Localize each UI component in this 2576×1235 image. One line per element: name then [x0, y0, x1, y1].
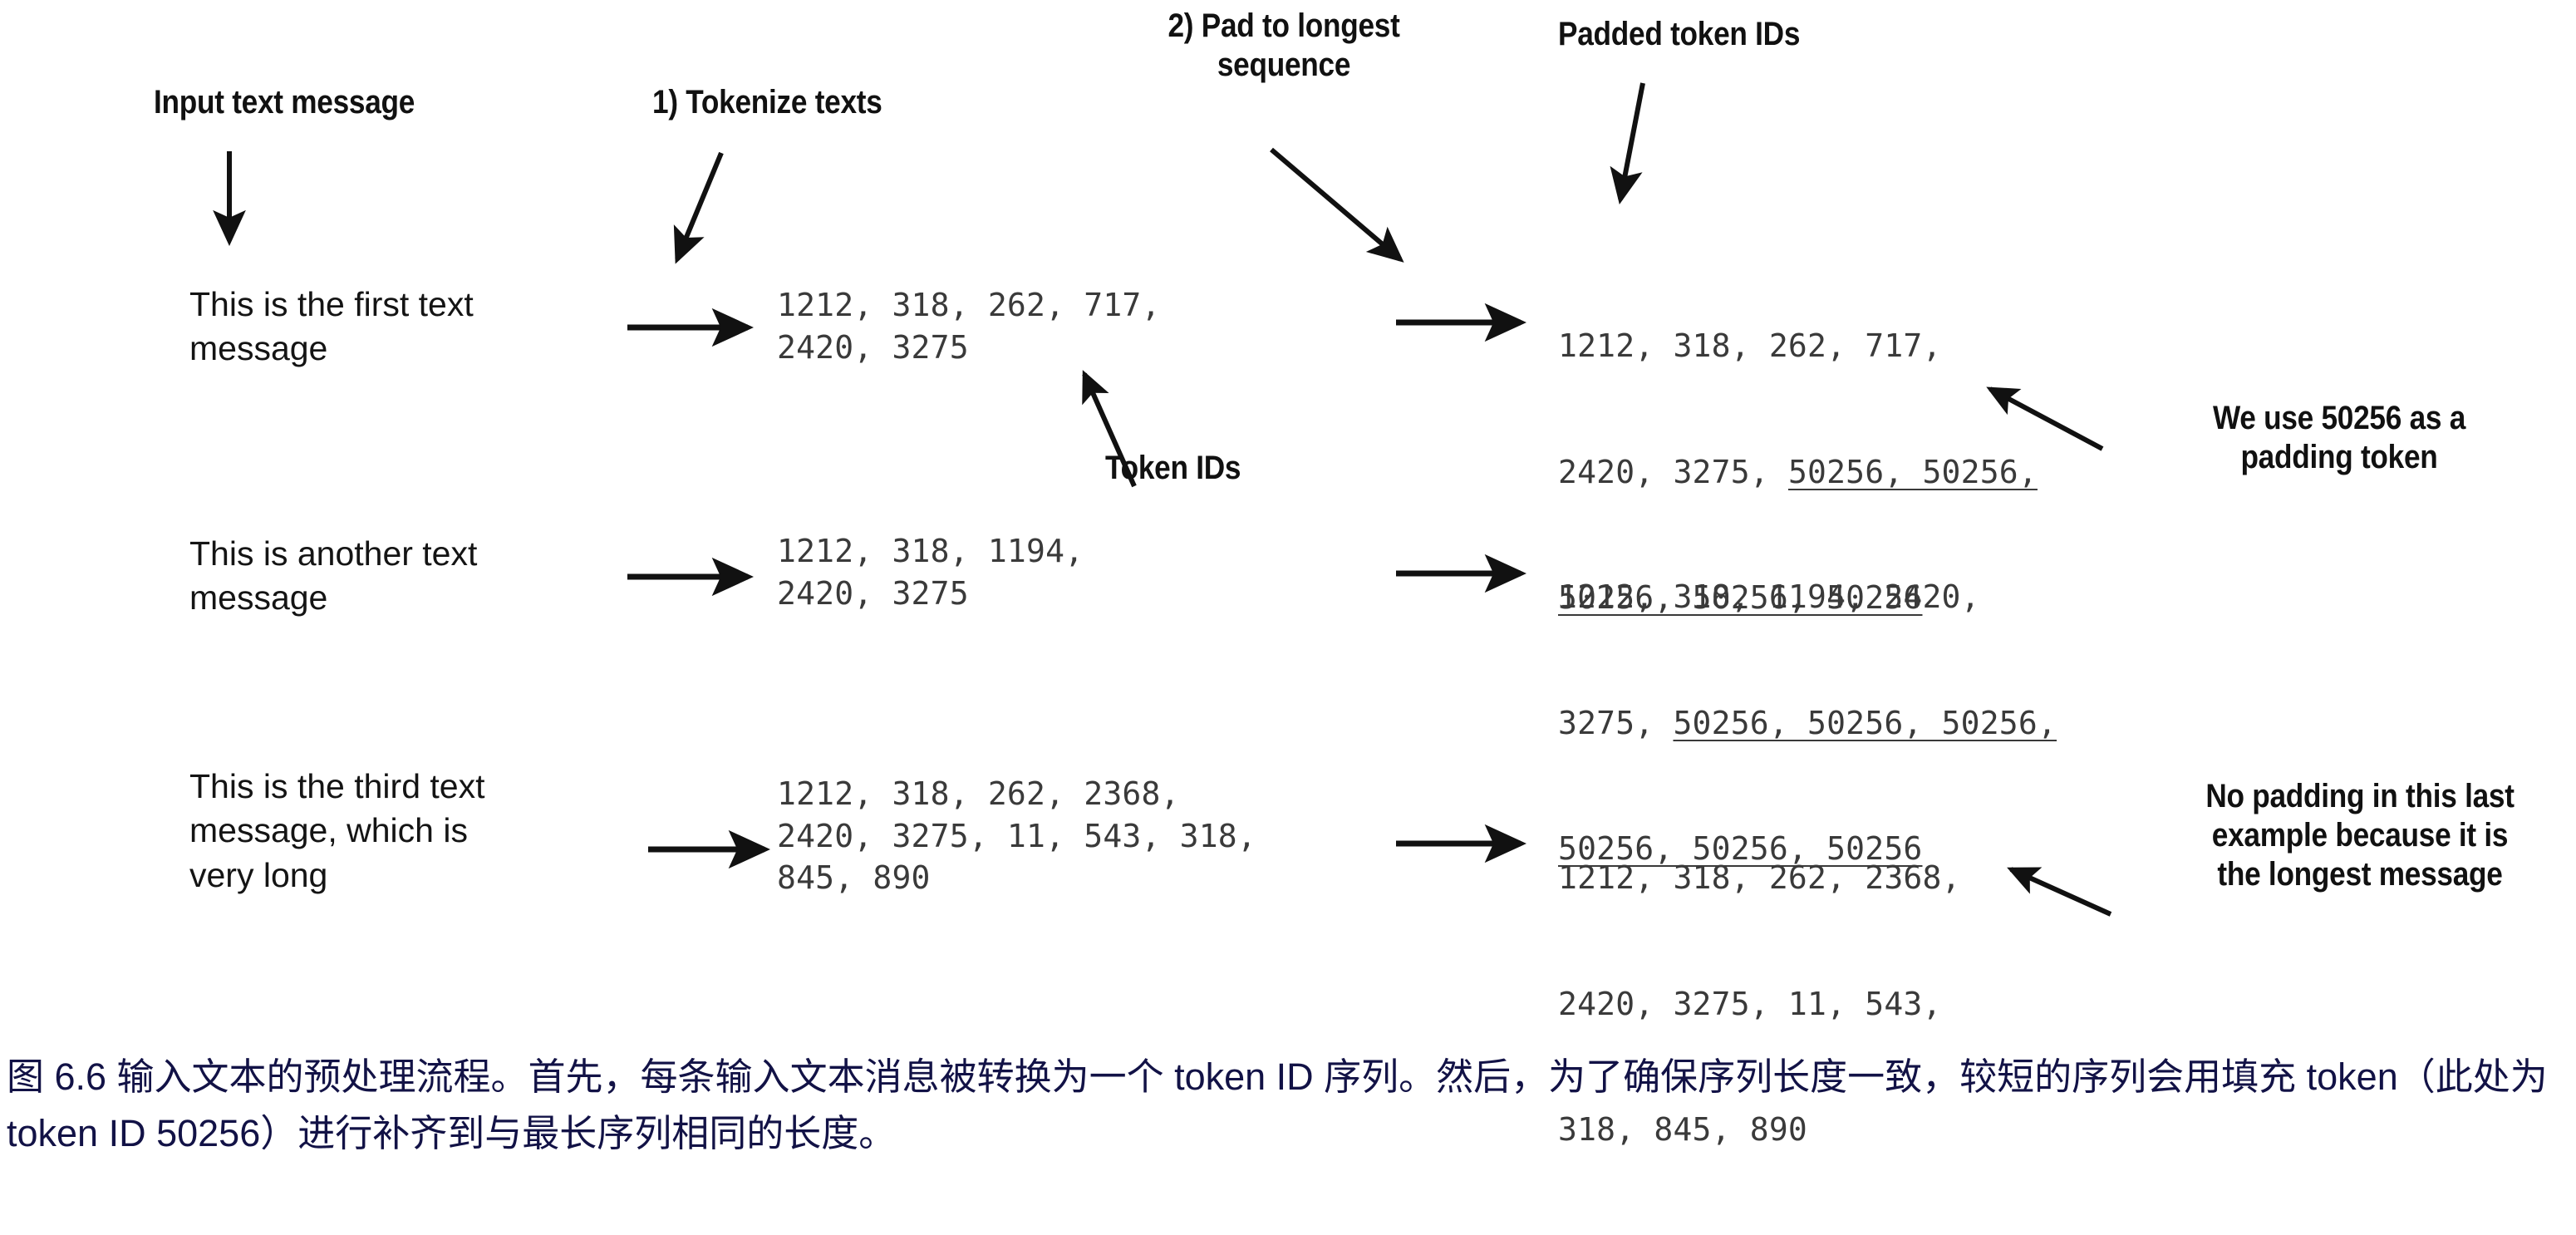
token-ids-header: Token IDs [1105, 450, 1241, 486]
padded-row-2-line-1: 1212, 318, 1194, 2420, [1558, 578, 1980, 616]
padded-row-1-line-3: 50256, 50256, 50256 [1558, 577, 2038, 619]
no-padding-annotation: No padding in this last example because … [2205, 778, 2515, 893]
padded-token-ids-row-2: 1212, 318, 1194, 2420, 3275, 50256, 5025… [1558, 492, 2057, 954]
padded-row-2-line-3: 50256, 50256, 50256 [1558, 828, 2057, 870]
padded-token-ids-row-1: 1212, 318, 262, 717, 2420, 3275, 50256, … [1558, 241, 2038, 703]
padded-row-3-line-3: 318, 845, 890 [1558, 1111, 1808, 1149]
padded-row-1-line-2: 2420, 3275, 50256, 50256, [1558, 451, 2038, 494]
step-2-pad-header: 2) Pad to longest sequence [1168, 7, 1400, 84]
padding-token-annotation: We use 50256 as a padding token [2212, 400, 2466, 476]
arrow-padded-down [1610, 82, 1645, 204]
padded-row-2-line-3-pad: 50256, 50256, 50256 [1558, 830, 1923, 868]
padded-row-3-line-2: 2420, 3275, 11, 543, [1558, 985, 1942, 1022]
input-message-row-3: This is the third text message, which is… [189, 767, 485, 894]
step-1-tokenize-header: 1) Tokenize texts [652, 84, 882, 121]
padded-row-2-line-2: 3275, 50256, 50256, 50256, [1558, 702, 2057, 745]
figure-caption: 图 6.6 输入文本的预处理流程。首先，每条输入文本消息被转换为一个 token… [7, 1055, 2548, 1154]
token-ids-row-3: 1212, 318, 262, 2368, 2420, 3275, 11, 54… [777, 775, 1256, 897]
padded-row-2-line-2-pad: 50256, 50256, 50256, [1673, 704, 2057, 741]
arrow-tokenize-down [673, 151, 724, 264]
token-ids-row-2: 1212, 318, 1194, 2420, 3275 [777, 533, 1084, 612]
padded-row-1-line-3-pad: 50256, 50256, 50256 [1558, 579, 1923, 617]
input-message-row-2: This is another text message [189, 534, 478, 618]
figure-canvas: Input text message 1) Tokenize texts 2) … [7, 7, 2548, 1154]
token-ids-row-1: 1212, 318, 262, 717, 2420, 3275 [777, 287, 1161, 366]
padded-row-1-line-1: 1212, 318, 262, 717, [1558, 327, 1942, 365]
padded-row-1-line-2-prefix: 2420, 3275, [1558, 453, 1788, 490]
arrow-pad-down [1270, 147, 1404, 263]
padded-row-3-line-1: 1212, 318, 262, 2368, [1558, 859, 1961, 897]
padded-token-ids-row-3: 1212, 318, 262, 2368, 2420, 3275, 11, 54… [1558, 773, 1961, 1235]
padded-row-2-line-2-prefix: 3275, [1558, 704, 1674, 741]
padded-token-ids-header: Padded token IDs [1558, 16, 1801, 52]
padded-row-1-line-2-pad: 50256, 50256, [1787, 453, 2038, 490]
input-message-row-1: This is the first text message [189, 285, 474, 368]
input-text-message-header: Input text message [154, 84, 415, 121]
